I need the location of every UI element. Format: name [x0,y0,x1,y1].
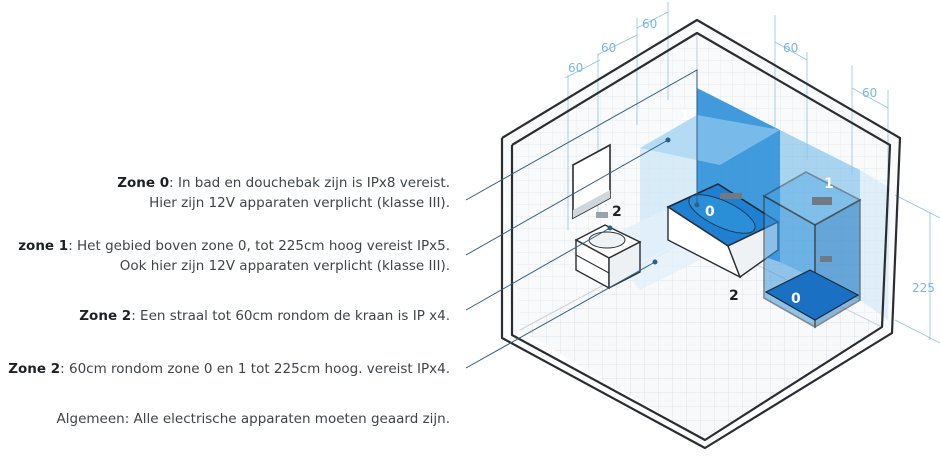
zone-2-area-label: Zone 2 [8,361,61,377]
dim-60-5: 60 [862,86,877,100]
zone-0-note: Zone 0: In bad en douchebak zijn is IPx8… [117,173,450,213]
dim-60-3: 60 [642,17,657,31]
zone-label-shower-1: 1 [824,176,834,192]
zone-1-note: zone 1: Het gebied boven zone 0, tot 225… [18,236,450,276]
zone-0-text: : In bad en douchebak zijn is IPx8 verei… [169,175,450,191]
zone-1-label: zone 1 [18,238,69,254]
zone-legend: Zone 0: In bad en douchebak zijn is IPx8… [0,0,450,460]
zone-label-sink-2: 2 [612,204,622,220]
zone-0-label: Zone 0 [117,175,170,191]
dim-60-4: 60 [783,41,798,55]
zone-2-tap-text: : Een straal tot 60cm rondom de kraan is… [131,308,450,324]
zone-2-tap-note: Zone 2: Een straal tot 60cm rondom de kr… [79,306,450,326]
shower-cabin [762,171,862,329]
mirror [572,143,611,220]
zone-1-text-2: Ook hier zijn 12V apparaten verplicht (k… [119,258,450,274]
zone-2-tap-label: Zone 2 [79,308,132,324]
room-outline [500,18,902,450]
zone-2-area-note: Zone 2: 60cm rondom zone 0 en 1 tot 225c… [8,359,450,379]
zone-0-text-2: Hier zijn 12V apparaten verplicht (klass… [149,195,450,211]
zone-1-text: : Het gebied boven zone 0, tot 225cm hoo… [68,238,450,254]
zone-label-bath-1: 1 [680,108,690,124]
dim-60-1: 60 [568,61,583,75]
sink-cabinet [574,212,642,290]
zone-label-floor-2: 2 [729,288,739,304]
dim-60-2: 60 [601,41,616,55]
zone-label-shower-0: 0 [791,291,801,307]
zone-label-bath-0: 0 [705,204,715,220]
leader-lines [465,69,700,369]
general-note: Algemeen: Alle electrische apparaten moe… [56,411,450,427]
zone-2-area-text: : 60cm rondom zone 0 en 1 tot 225cm hoog… [60,361,450,377]
dim-225: 225 [912,281,935,295]
